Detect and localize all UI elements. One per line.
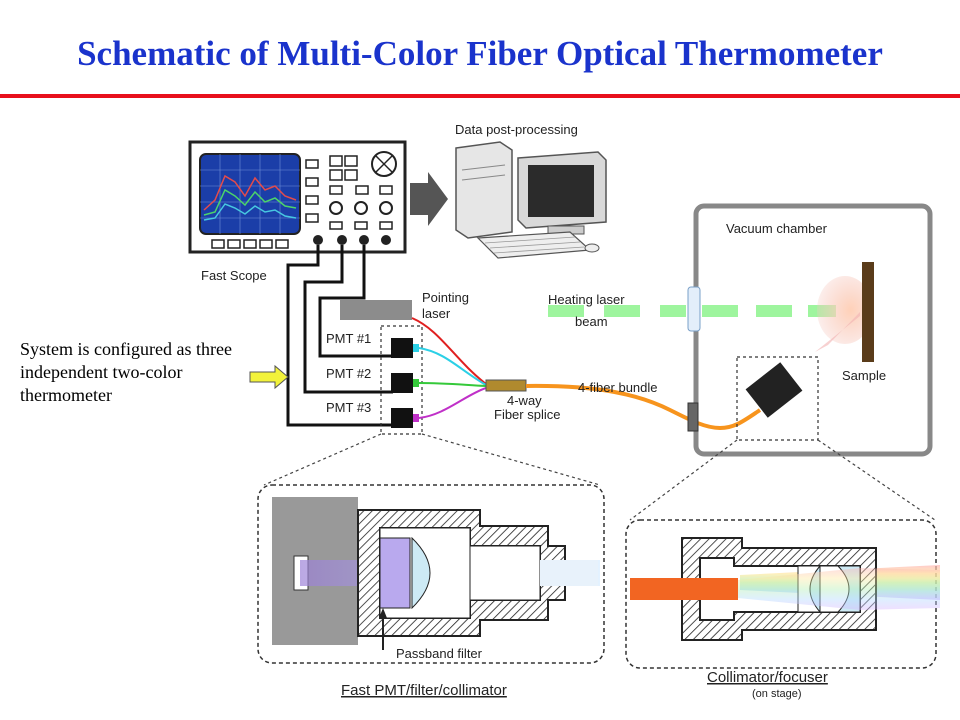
fiber-splice-label-1: 4-way (507, 393, 542, 408)
pmt-group-outline (380, 325, 423, 435)
pointing-laser-label-2: laser (422, 306, 451, 321)
pointer-arrow (249, 364, 289, 390)
passband-filter-label: Passband filter (396, 646, 483, 661)
title-underline (0, 94, 960, 98)
pmt-collimator-housing (357, 509, 598, 637)
data-arrow (410, 172, 448, 226)
signal-cables (286, 245, 393, 427)
fast-pmt-caption: Fast PMT/filter/collimator (341, 682, 507, 699)
pmt-modules (391, 338, 419, 428)
chamber-feedthrough (687, 402, 699, 432)
pmt3-label: PMT #3 (326, 400, 371, 415)
heating-laser-label-2: beam (575, 314, 608, 329)
collimator-head (745, 362, 803, 418)
collimator-detail-panel (625, 519, 937, 669)
fiber-splice (485, 379, 527, 392)
fiber-splice-label-2: Fiber splice (494, 407, 560, 422)
collimator-sub-caption: (on stage) (752, 688, 802, 700)
pmt1-label: PMT #1 (326, 331, 371, 346)
sample-glow (817, 276, 873, 344)
side-note: System is configured as three independen… (20, 339, 232, 405)
fiber-strands (411, 317, 487, 419)
pmt2-label: PMT #2 (326, 366, 371, 381)
fiber-bundle (525, 383, 762, 431)
pointing-laser-label-1: Pointing (422, 290, 469, 305)
data-post-processing-label: Data post-processing (455, 122, 578, 137)
filter-pointer (379, 608, 387, 618)
pointing-laser (340, 300, 412, 320)
vacuum-chamber (693, 203, 933, 457)
sample-label: Sample (842, 368, 886, 383)
vacuum-chamber-label: Vacuum chamber (726, 221, 828, 236)
page-title: Schematic of Multi-Color Fiber Optical T… (77, 34, 883, 73)
pmt-detail-panel (257, 484, 605, 664)
zoom-guides (263, 433, 936, 521)
chamber-window (687, 286, 701, 332)
fast-scope-label: Fast Scope (201, 268, 267, 283)
collimator-caption: Collimator/focuser (707, 669, 828, 686)
fast-scope (188, 140, 407, 254)
computer-icon (455, 141, 607, 259)
fiber-in-collimator (630, 578, 738, 600)
sample (862, 262, 874, 362)
fiber-bundle-label: 4-fiber bundle (578, 380, 658, 395)
heating-laser-label-1: Heating laser (548, 292, 625, 307)
collimator-outline (736, 356, 819, 441)
